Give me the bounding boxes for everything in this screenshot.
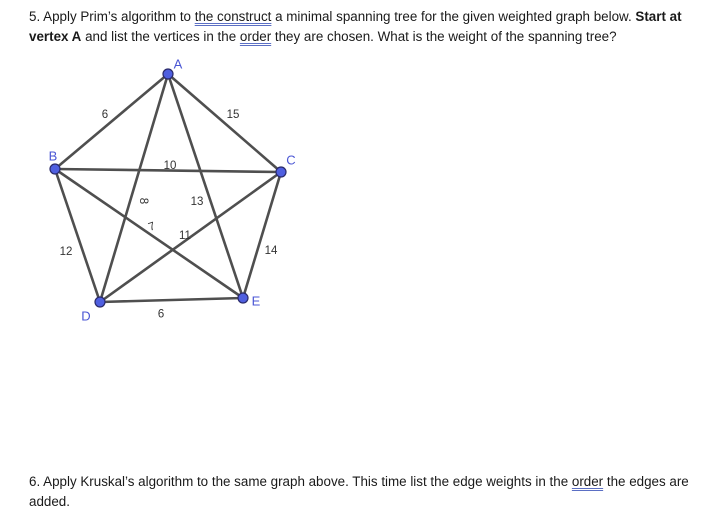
vertex-label-e: E (252, 293, 261, 308)
edge-weight-b-c: 10 (164, 160, 177, 172)
question-6-text: 6. Apply Kruskal’s algorithm to the same… (29, 472, 699, 512)
q6-text-part1: 6. Apply Kruskal’s algorithm to the same… (29, 474, 572, 489)
edge-weight-a-d: 8 (137, 198, 149, 204)
edge-a-e (166, 72, 245, 300)
vertex-label-b: B (49, 148, 58, 163)
edge-weight-b-d: 12 (60, 246, 73, 258)
vertex-labels: A B C D E (49, 56, 296, 323)
q5-underlined-order: order (239, 29, 272, 44)
edge-c-d (98, 170, 283, 304)
vertex-label-c: C (286, 152, 295, 167)
vertex-c (275, 166, 287, 178)
question-5-text: 5. Apply Prim’s algorithm to the constru… (29, 7, 699, 47)
vertex-label-d: D (81, 308, 90, 323)
edge-b-d (53, 167, 102, 304)
q5-bold-phrase: Start at vertex A (29, 9, 682, 44)
q6-underlined-order: order (571, 474, 604, 489)
q5-text-part4: they are chosen. What is the weight of t… (271, 29, 617, 44)
edge-a-b (53, 72, 170, 171)
edge-weight-b-e: 11 (179, 230, 191, 242)
vertex-d (94, 296, 106, 308)
edge-weight-a-b: 6 (102, 109, 108, 121)
q6-text-part2: the edges are added. (29, 474, 689, 509)
edge-weight-a-c: 15 (227, 109, 240, 121)
edge-c-e (241, 170, 283, 300)
q5-text-part3: and list the vertices in the (81, 29, 240, 44)
edge-a-d (98, 72, 170, 304)
q5-underlined-phrase: the construct (194, 9, 272, 24)
q5-text-part2: a minimal spanning tree for the given we… (271, 9, 636, 24)
edge-weight-a-e: 13 (191, 196, 204, 208)
edge-d-e (98, 296, 245, 304)
graph-edges (53, 72, 283, 304)
edge-weight-c-e: 14 (265, 245, 278, 257)
edge-a-c (166, 72, 283, 174)
edge-b-c (53, 167, 283, 174)
q5-text-part1: 5. Apply Prim’s algorithm to (29, 9, 195, 24)
edge-b-e (53, 167, 245, 300)
vertex-e (237, 292, 249, 304)
vertex-b (49, 163, 61, 175)
edge-weight-c-d: 7 (147, 220, 157, 233)
edge-weight-d-e: 9 (158, 306, 164, 318)
edge-weight-labels: 6 15 8 13 10 12 11 7 14 9 (60, 109, 278, 318)
vertex-label-a: A (174, 56, 183, 71)
vertex-a (162, 68, 174, 80)
graph-vertices (49, 68, 287, 308)
